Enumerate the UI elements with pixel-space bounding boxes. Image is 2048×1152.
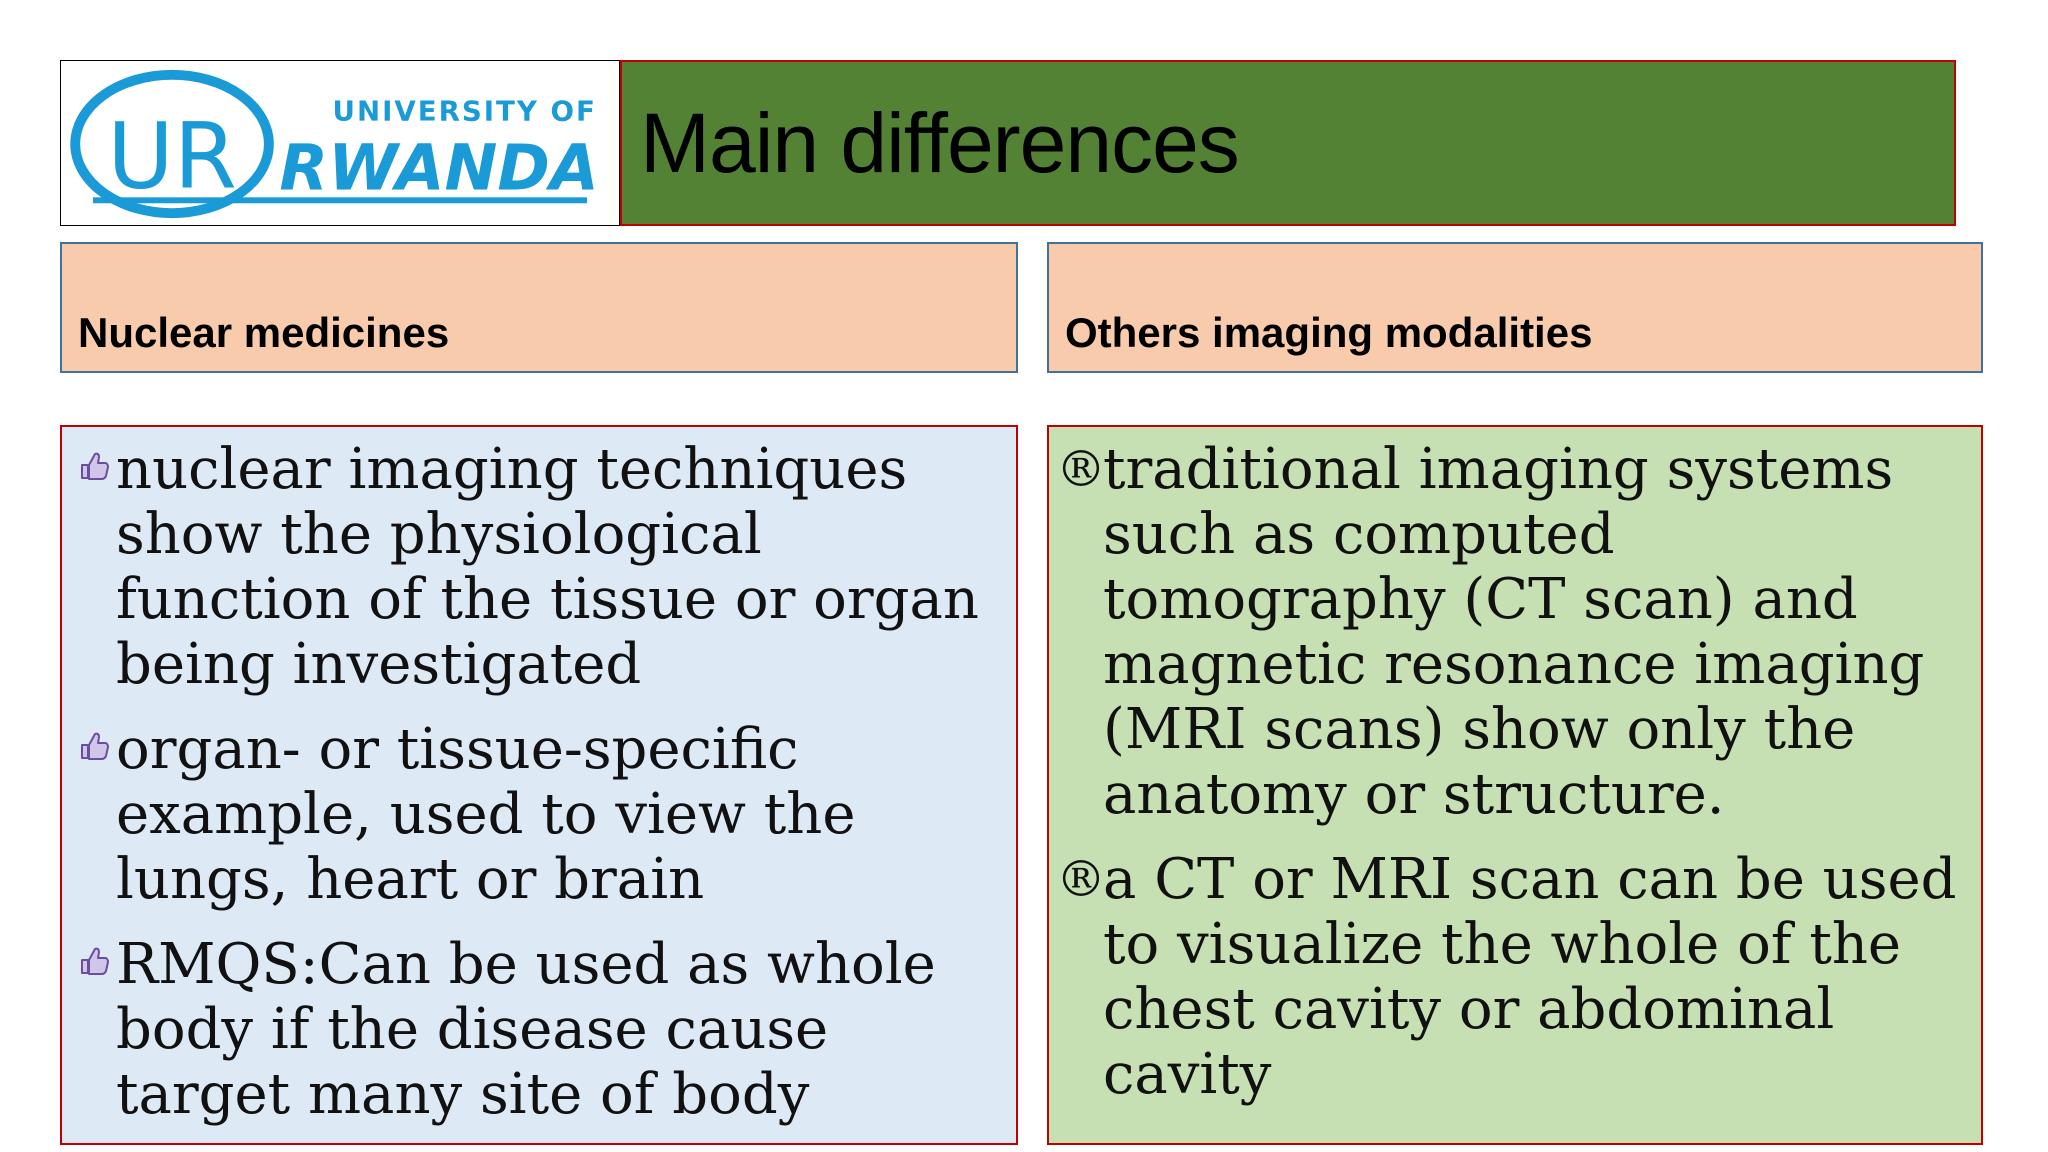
left-column-header: Nuclear medicines bbox=[60, 242, 1018, 373]
left-header-label: Nuclear medicines bbox=[78, 309, 450, 356]
registered-mark-icon: ® bbox=[1056, 440, 1106, 498]
bullet-text: RMQS:Can be used as whole body if the di… bbox=[116, 932, 936, 1127]
list-item: ® traditional imaging systems such as co… bbox=[1056, 437, 1971, 827]
page-title: Main differences bbox=[640, 95, 1240, 190]
bullet-text: traditional imaging systems such as comp… bbox=[1103, 437, 1925, 827]
right-panel: ® traditional imaging systems such as co… bbox=[1047, 425, 1983, 1145]
thumbs-up-icon bbox=[76, 938, 112, 982]
list-item: nuclear imaging techniques show the phys… bbox=[76, 437, 1006, 697]
logo-line2: RWANDA bbox=[279, 130, 598, 204]
bullet-text: nuclear imaging techniques show the phys… bbox=[116, 437, 979, 697]
logo-monogram: UR bbox=[107, 104, 237, 209]
bullet-text: a CT or MRI scan can be used to visualiz… bbox=[1103, 847, 1957, 1107]
thumbs-up-icon bbox=[76, 443, 112, 487]
list-item: RMQS:Can be used as whole body if the di… bbox=[76, 932, 1006, 1127]
list-item: organ- or tissue-specific example, used … bbox=[76, 717, 1006, 912]
right-header-label: Others imaging modalities bbox=[1065, 309, 1593, 356]
title-bar: Main differences bbox=[620, 60, 1956, 226]
logo-line1: UNIVERSITY OF bbox=[333, 94, 597, 127]
list-item: ® a CT or MRI scan can be used to visual… bbox=[1056, 847, 1971, 1107]
right-column-header: Others imaging modalities bbox=[1047, 242, 1983, 373]
left-panel: nuclear imaging techniques show the phys… bbox=[60, 425, 1018, 1145]
logo-graphic: UR UNIVERSITY OF RWANDA bbox=[70, 69, 599, 219]
university-logo: UR UNIVERSITY OF RWANDA bbox=[60, 60, 620, 226]
bullet-text: organ- or tissue-specific example, used … bbox=[116, 717, 856, 912]
thumbs-up-icon bbox=[76, 723, 112, 767]
registered-mark-icon: ® bbox=[1056, 850, 1106, 908]
